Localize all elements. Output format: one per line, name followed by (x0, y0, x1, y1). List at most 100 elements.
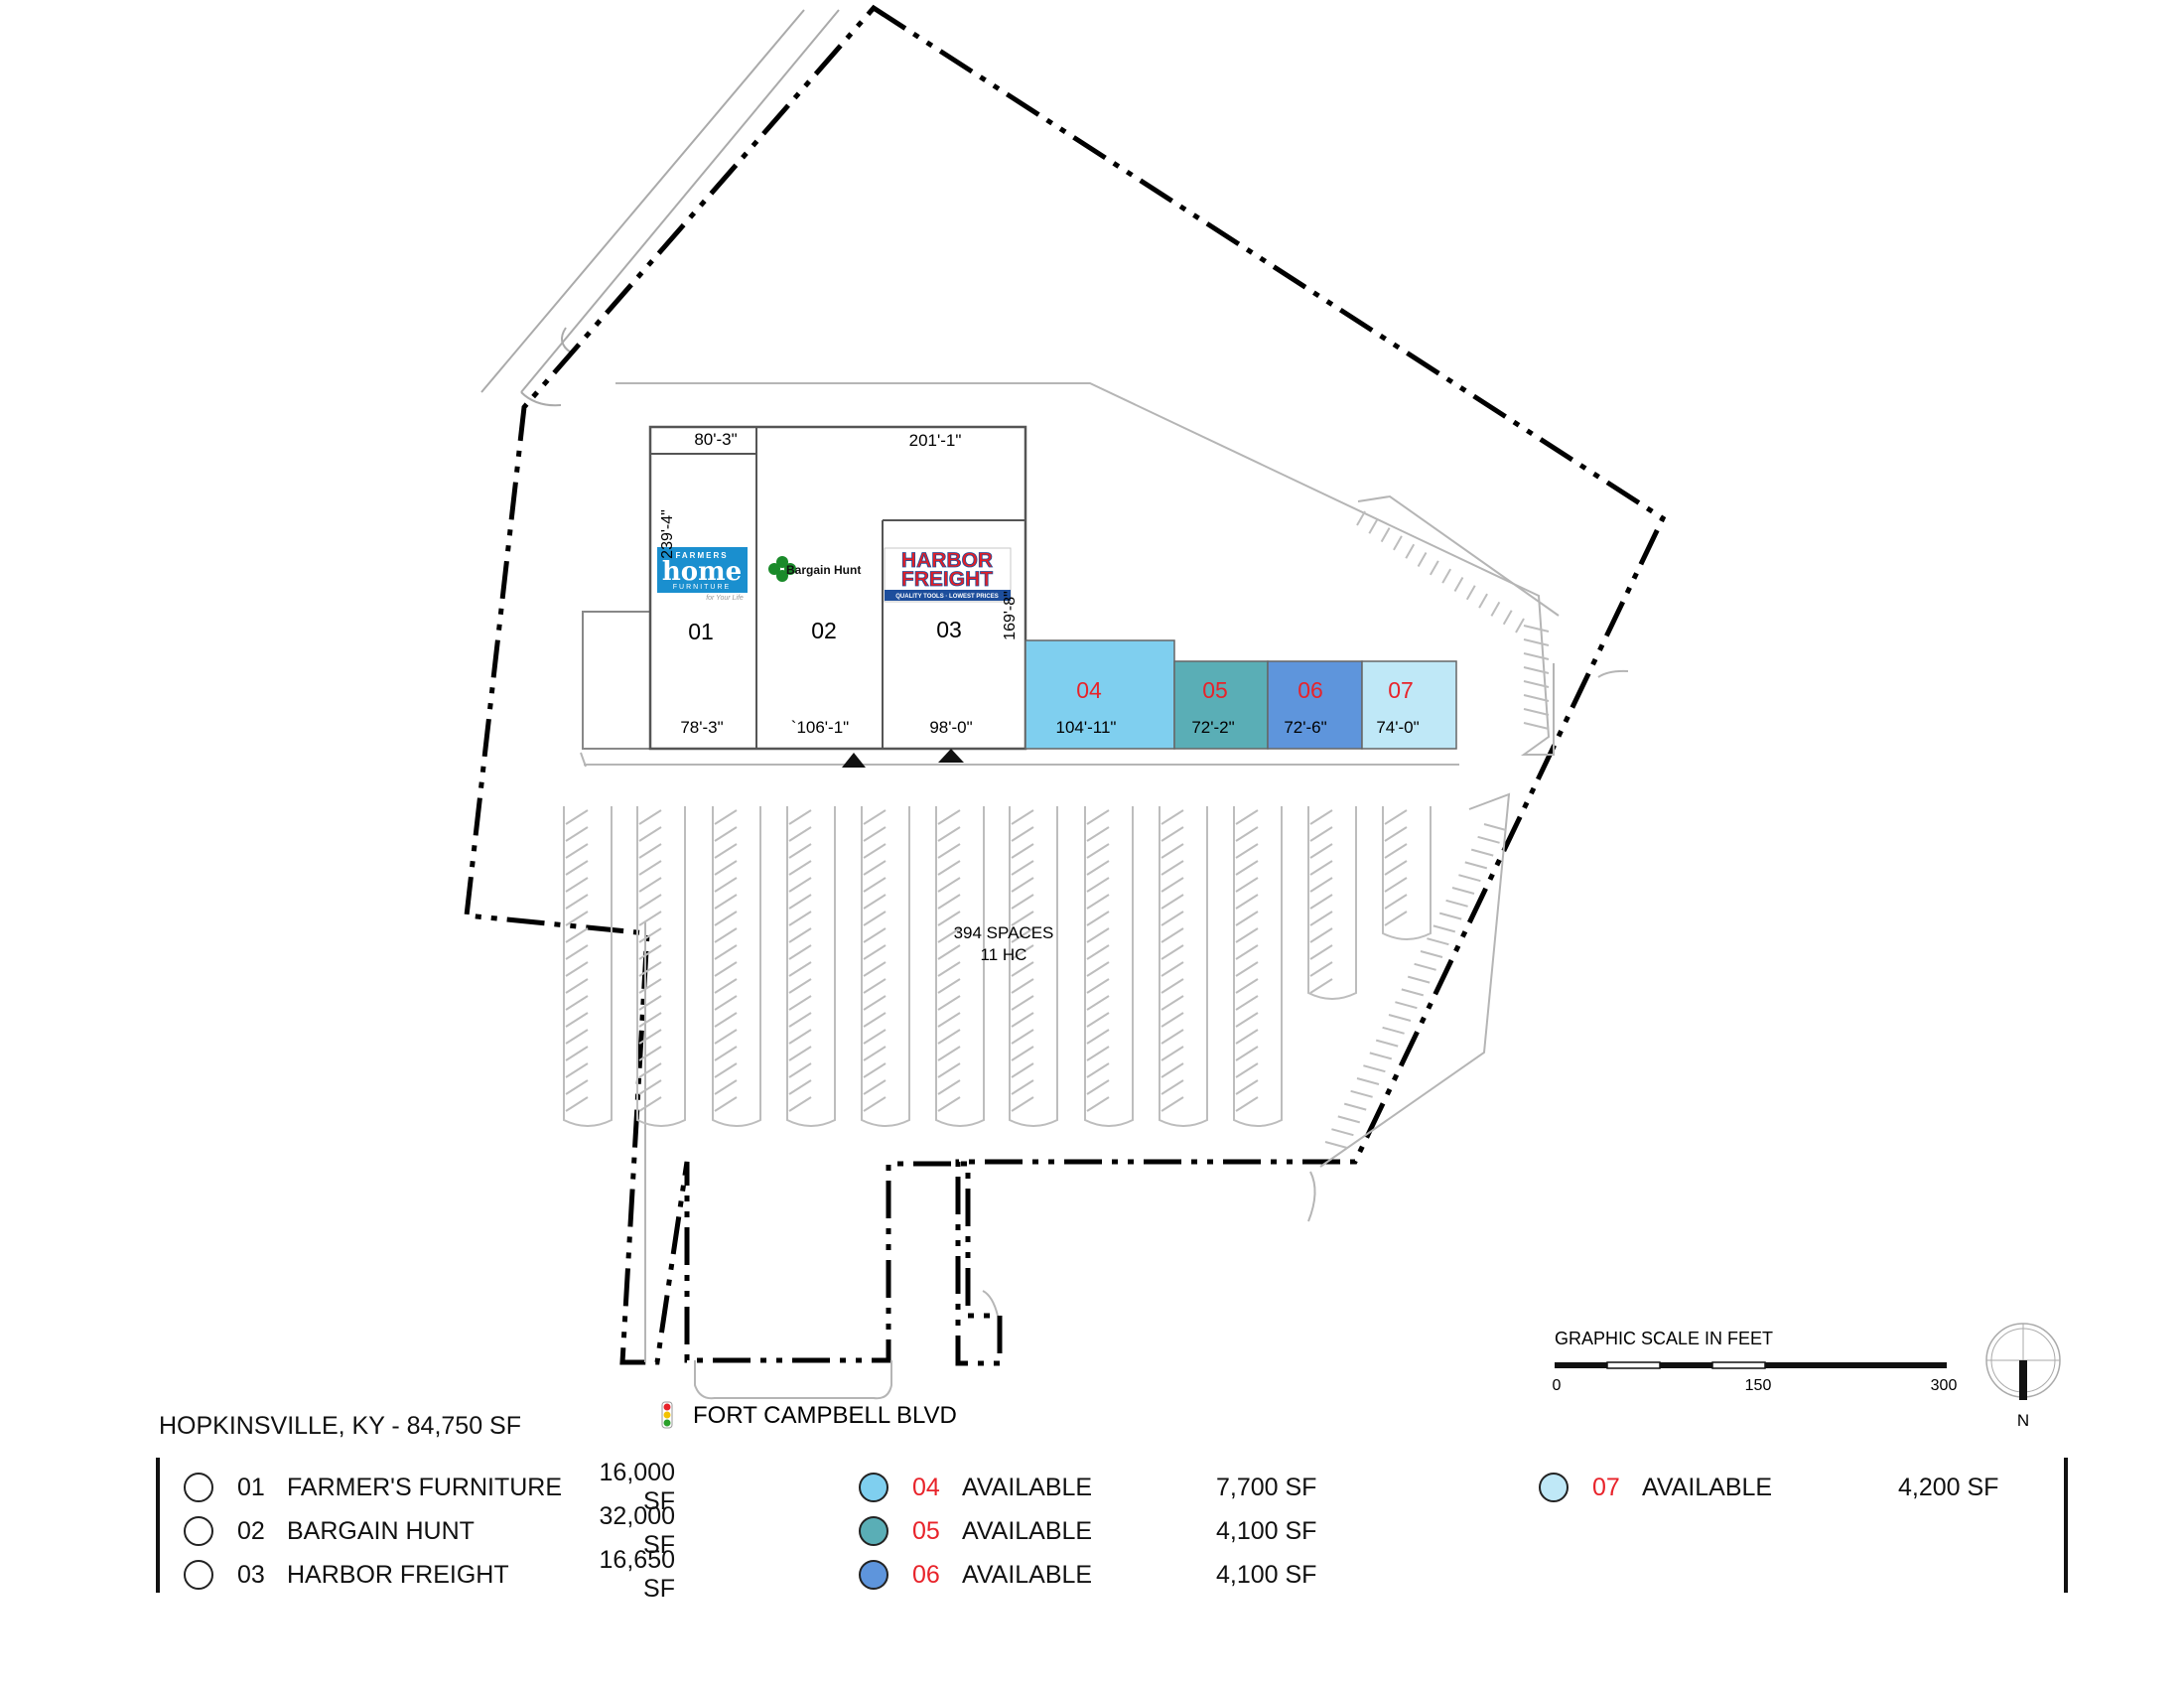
parking-stall (937, 1029, 961, 1045)
legend-row-05[interactable]: 05 AVAILABLE (859, 1511, 1092, 1551)
parking-spaces-label: 394 SPACES (954, 923, 1054, 942)
parking-stall (788, 911, 812, 926)
parking-stall (1086, 995, 1110, 1011)
parking-stall (1086, 809, 1110, 825)
parking-stall (1309, 961, 1333, 977)
parking-stall (565, 894, 589, 910)
parking-stall (1011, 1062, 1034, 1078)
parking-stall (1235, 1046, 1259, 1061)
parking-stall (1086, 1096, 1110, 1112)
legend-row-03[interactable]: 03 HARBOR FREIGHT (184, 1555, 509, 1595)
parking-stall (937, 995, 961, 1011)
logo-text: HARBOR (901, 549, 993, 572)
parking-stall (863, 911, 887, 926)
parking-stall (1011, 1012, 1034, 1028)
unit-swatch (859, 1560, 888, 1590)
legend-row-02[interactable]: 02 BARGAIN HUNT (184, 1511, 475, 1551)
parking-stall (1356, 1077, 1380, 1085)
parking-stall (1393, 535, 1403, 551)
parking-stall (638, 809, 662, 825)
unit-04[interactable] (1024, 639, 1175, 750)
parking-stall (1384, 894, 1408, 910)
parking-stall (937, 927, 961, 943)
parking-stall (638, 927, 662, 943)
parking-row (1159, 806, 1208, 1127)
legend-unit-name: FARMER'S FURNITURE (287, 1473, 563, 1501)
parking-stall (788, 877, 812, 893)
unit-05[interactable] (1173, 660, 1269, 750)
parking-stall (1160, 1046, 1184, 1061)
parking-stall (788, 860, 812, 876)
legend-unit-sf: 16,650 SF (599, 1546, 675, 1603)
parking-stall (1433, 924, 1456, 933)
parking-stall (863, 927, 887, 943)
parking-stall (1235, 911, 1259, 926)
parking-stall (1011, 1046, 1034, 1061)
parking-stall (565, 911, 589, 926)
parking-stall (1160, 911, 1184, 926)
legend-row-01[interactable]: 01 FARMER'S FURNITURE (184, 1468, 562, 1507)
parking-stall (1356, 510, 1366, 526)
parking-row (1382, 806, 1432, 940)
parking-stall (1011, 1029, 1034, 1045)
parking-stall (1343, 1102, 1367, 1111)
parking-stall (937, 809, 961, 825)
parking-stall (863, 944, 887, 960)
dimension-label: 239'-4" (659, 509, 676, 559)
parking-stall (638, 1029, 662, 1045)
street-name: FORT CAMPBELL BLVD (693, 1402, 957, 1429)
parking-stall (788, 809, 812, 825)
parking-stall (1420, 950, 1443, 958)
parking-stall (565, 826, 589, 842)
unit-07[interactable] (1361, 660, 1457, 750)
legend-row-04[interactable]: 04 AVAILABLE (859, 1468, 1092, 1507)
parking-stall (1011, 809, 1034, 825)
graphic-scale: GRAPHIC SCALE IN FEET 0 150 300 (1553, 1329, 1958, 1394)
parking-stall (714, 1046, 738, 1061)
legend-row-07[interactable]: 07 AVAILABLE (1539, 1468, 1772, 1507)
parking-stall (937, 1062, 961, 1078)
parking-stall (1160, 995, 1184, 1011)
parking-stall (638, 894, 662, 910)
parking-stall (1160, 843, 1184, 859)
legend-unit-name: AVAILABLE (962, 1560, 1093, 1589)
parking-stall (1086, 1046, 1110, 1061)
legend-row-06[interactable]: 06 AVAILABLE (859, 1555, 1092, 1595)
parking-row (1084, 806, 1134, 1127)
parking-stall (1235, 894, 1259, 910)
parking-stall (1160, 978, 1184, 994)
unit-number-01: 01 (688, 619, 714, 644)
parking-stall (863, 843, 887, 859)
parking-stall (1309, 826, 1333, 842)
legend-unit-number: 05 (912, 1516, 940, 1545)
parking-stall (1523, 722, 1550, 730)
parking-stall (1086, 860, 1110, 876)
entrance-marker (842, 753, 866, 768)
parking-stall (565, 1029, 589, 1045)
parking-stall (1384, 877, 1408, 893)
parking-stall (714, 860, 738, 876)
parking-stall (1086, 911, 1110, 926)
parking-stall (788, 1046, 812, 1061)
parking-stall (1160, 809, 1184, 825)
parking-stall (638, 1046, 662, 1061)
parking-stall (1086, 978, 1110, 994)
parking-stall (788, 826, 812, 842)
legend-unit-sf: 4,200 SF (1898, 1473, 1999, 1501)
parking-stall (1086, 927, 1110, 943)
parking-stall (1523, 652, 1550, 660)
harbor-freight-logo: HARBOR FREIGHT QUALITY TOOLS · LOWEST PR… (884, 547, 1012, 603)
parking-stall (1086, 961, 1110, 977)
parking-stall (937, 877, 961, 893)
parking-stall (1384, 826, 1408, 842)
parking-stall (1384, 843, 1408, 859)
parking-stall (714, 944, 738, 960)
parking-stall (714, 978, 738, 994)
unit-number-02: 02 (811, 618, 837, 643)
parking-stall (1086, 1012, 1110, 1028)
parking-stall (1458, 874, 1481, 883)
parking-row (1009, 806, 1058, 1127)
farmers-home-logo: FARMERS home FURNITURE for Your Life (657, 547, 748, 602)
parking-stall (1417, 552, 1428, 568)
